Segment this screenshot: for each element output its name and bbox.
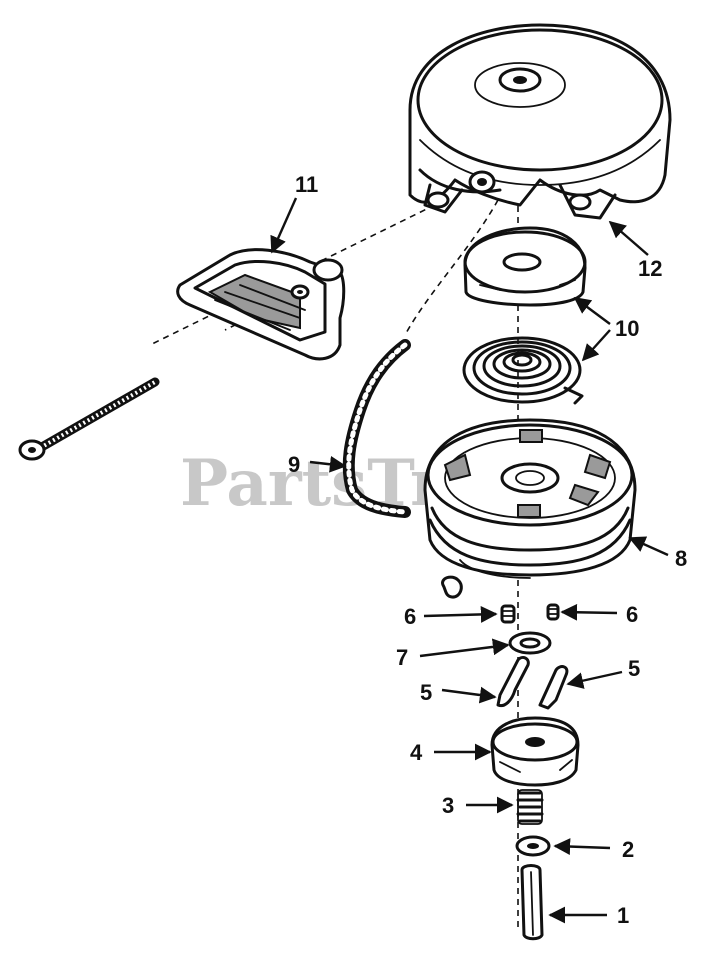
- callout-11: 11: [295, 172, 318, 197]
- part-1-pin: [520, 864, 544, 941]
- retainer-clip: [441, 575, 463, 599]
- callout-4: 4: [410, 740, 423, 765]
- callout-1: 1: [617, 903, 629, 928]
- part-3-spring: [516, 789, 544, 825]
- callout-6-right: 6: [626, 602, 638, 627]
- callout-12: 12: [638, 256, 662, 281]
- callout-9: 9: [288, 452, 300, 477]
- callout-8: 8: [675, 546, 687, 571]
- handle-rope-bolt: [18, 377, 160, 461]
- callout-10: 10: [615, 316, 639, 341]
- part-11-starter-handle: [176, 248, 346, 361]
- callout-6-left: 6: [404, 604, 416, 629]
- callout-labels: 1 2 3 4 5 5 6 6 7 8 9 10 11 12: [288, 172, 687, 928]
- part-10-spring-cup: [463, 226, 587, 307]
- callout-3: 3: [442, 793, 454, 818]
- part-2-washer: [515, 835, 551, 857]
- part-10-rewind-spring: [462, 336, 584, 405]
- leader-lines: [270, 197, 669, 924]
- part-5-pawls: [496, 656, 569, 710]
- callout-7: 7: [396, 645, 408, 670]
- part-4-ratchet: [490, 716, 580, 787]
- callout-5-left: 5: [420, 680, 432, 705]
- part-12-starter-housing: [408, 23, 672, 220]
- part-9-starter-rope: [342, 339, 411, 518]
- part-8-pulley: [423, 418, 637, 579]
- part-6-pawl-springs: [500, 603, 560, 624]
- part-7-washer: [508, 631, 552, 655]
- callout-5-right: 5: [628, 656, 640, 681]
- callout-2: 2: [622, 837, 634, 862]
